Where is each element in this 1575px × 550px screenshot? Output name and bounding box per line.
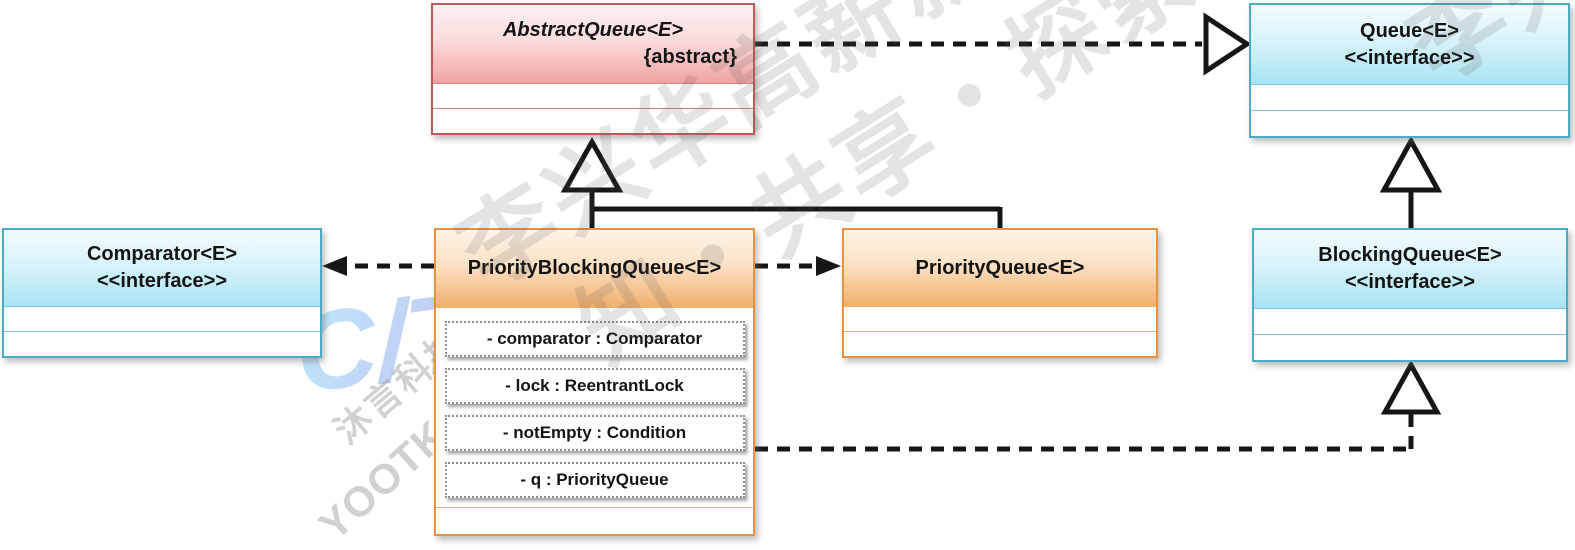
class-stereotype: <<interface>>: [1344, 46, 1475, 69]
fields-compartment: [1251, 84, 1568, 110]
class-title: BlockingQueue<E>: [1318, 244, 1502, 266]
class-stereotype: <<interface>>: [1344, 271, 1476, 293]
class-stereotype: <<interface>>: [96, 270, 228, 292]
class-header: PriorityQueue<E>: [844, 230, 1156, 306]
fields-compartment: - comparator : Comparator - lock : Reent…: [436, 307, 753, 507]
class-header: Queue<E> <<interface>>: [1251, 5, 1568, 84]
methods-compartment: [844, 331, 1156, 356]
methods-compartment: [433, 108, 753, 133]
class-box-priorityqueue: PriorityQueue<E>: [842, 228, 1158, 358]
class-title: AbstractQueue<E>: [502, 19, 684, 41]
class-box-comparator: Comparator<E> <<interface>>: [2, 228, 322, 358]
class-stereotype: {abstract}: [643, 46, 737, 68]
fields-compartment: [1254, 308, 1566, 334]
dependency-pbq-priorityqueue: [755, 256, 841, 276]
methods-compartment: [1254, 334, 1566, 360]
class-box-queue: Queue<E> <<interface>>: [1249, 3, 1570, 138]
fields-compartment: [844, 306, 1156, 331]
field-item: - lock : ReentrantLock: [444, 368, 745, 404]
class-title: Queue<E>: [1360, 19, 1459, 42]
realization-abstractqueue-queue: [755, 12, 1252, 76]
realization-pbq-blockingqueue: [755, 359, 1442, 452]
class-title: PriorityQueue<E>: [915, 256, 1085, 279]
generalization-to-abstractqueue: [560, 136, 1003, 228]
fields-compartment: [433, 83, 753, 108]
field-item: - q : PriorityQueue: [444, 462, 745, 498]
class-box-priorityblockingqueue: PriorityBlockingQueue<E> - comparator : …: [434, 228, 755, 536]
class-header: PriorityBlockingQueue<E>: [436, 230, 753, 307]
field-item: - notEmpty : Condition: [444, 415, 745, 451]
class-box-abstractqueue: AbstractQueue<E> {abstract}: [431, 3, 755, 135]
generalization-blockingqueue-queue: [1379, 135, 1443, 228]
class-title: PriorityBlockingQueue<E>: [467, 257, 722, 279]
class-box-blockingqueue: BlockingQueue<E> <<interface>>: [1252, 228, 1568, 362]
methods-compartment: [4, 331, 320, 356]
class-header: BlockingQueue<E> <<interface>>: [1254, 230, 1566, 308]
methods-compartment: [436, 507, 753, 534]
class-header: Comparator<E> <<interface>>: [4, 230, 320, 306]
fields-compartment: [4, 306, 320, 331]
methods-compartment: [1251, 110, 1568, 136]
field-item: - comparator : Comparator: [444, 321, 745, 357]
class-title: Comparator<E>: [86, 243, 238, 265]
dependency-pbq-comparator: [322, 256, 434, 276]
class-header: AbstractQueue<E> {abstract}: [433, 5, 753, 83]
